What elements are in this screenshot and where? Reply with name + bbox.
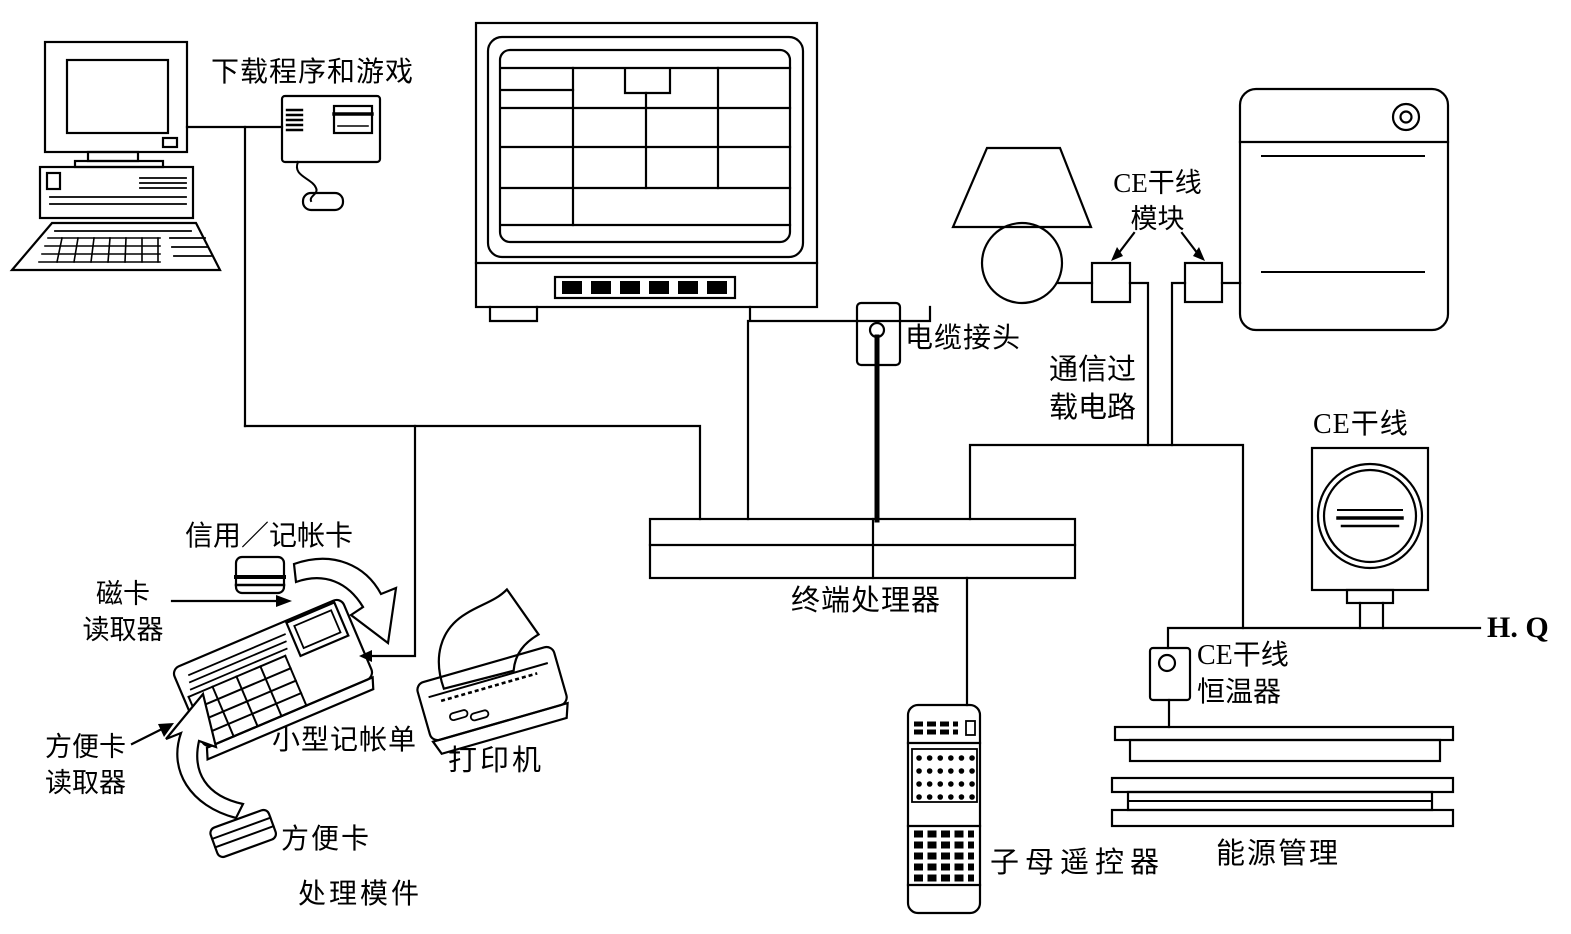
label-convenience-card-reader-line1: 方便卡 [45,732,126,762]
tv-illustration [474,21,932,323]
label-comm-overload-line1: 通信过 [1048,354,1136,386]
ce-module-left [1090,261,1132,304]
label-energy-management: 能源管理 [1216,838,1341,870]
label-mini-billing-slip: 小型记帐单 [272,725,418,756]
lamp-illustration [951,146,1093,305]
modem-illustration [280,94,382,212]
ce-module-label-arrows [1111,231,1205,261]
label-convenience-card-reader: 方便卡 读取器 [45,730,126,801]
card-insert-arrow [292,557,398,646]
convenience-reader-arrow [130,723,174,746]
label-magnetic-card-reader-line2: 读取器 [82,614,164,645]
ce-thermostat-illustration [1148,646,1192,702]
label-ce-trunk-dial: CE干线 [1313,409,1409,440]
label-ce-thermostat: CE干线 恒温器 [1197,638,1289,712]
card-return-arrow [165,691,245,820]
printer-illustration [416,587,569,756]
wiring [185,125,1482,729]
label-comm-overload-line2: 载电路 [1048,392,1136,425]
label-ce-trunk-module-line1: CE干线 [1113,168,1202,198]
ce-module-right [1183,261,1224,304]
magnetic-card-arrow [170,595,292,607]
label-processing-module: 处理模件 [298,879,423,910]
baseboard-heater-illustration [1110,725,1455,828]
label-printer: 打印机 [448,745,545,777]
label-credit-debit-card: 信用／记帐卡 [185,521,354,552]
desktop-computer-illustration [9,40,222,272]
label-ce-thermostat-line2: 恒温器 [1197,676,1282,708]
terminal-processor-illustration [648,517,1077,580]
mouse-icon [301,191,345,212]
label-download-programs-games: 下载程序和游戏 [211,57,415,88]
label-magnetic-card-reader: 磁卡 读取器 [74,577,172,648]
label-comm-overload: 通信过 载电路 [1040,351,1145,428]
label-cable-connector: 电缆接头 [905,323,1022,354]
label-terminal-processor: 终端处理器 [791,585,942,617]
printer-paper [437,587,541,690]
label-convenience-card: 方便卡 [281,824,372,855]
credit-card-illustration [234,555,286,595]
label-magnetic-card-reader-line1: 磁卡 [96,579,150,609]
remote-control-illustration [906,703,982,915]
label-convenience-card-reader-line2: 读取器 [45,767,126,798]
convenience-card-illustration [209,808,278,859]
label-hq: H. Q [1487,611,1549,644]
label-remote-control: 子母遥控器 [990,847,1166,879]
label-ce-trunk-module-line2: 模块 [1130,203,1185,234]
mouse-cable [295,160,318,203]
ce-trunk-dial-illustration [1310,446,1430,630]
appliance-illustration [1238,87,1450,332]
label-ce-thermostat-line1: CE干线 [1197,640,1289,671]
cable-connector-illustration [855,301,902,367]
label-ce-trunk-module: CE干线 模块 [1100,166,1215,237]
